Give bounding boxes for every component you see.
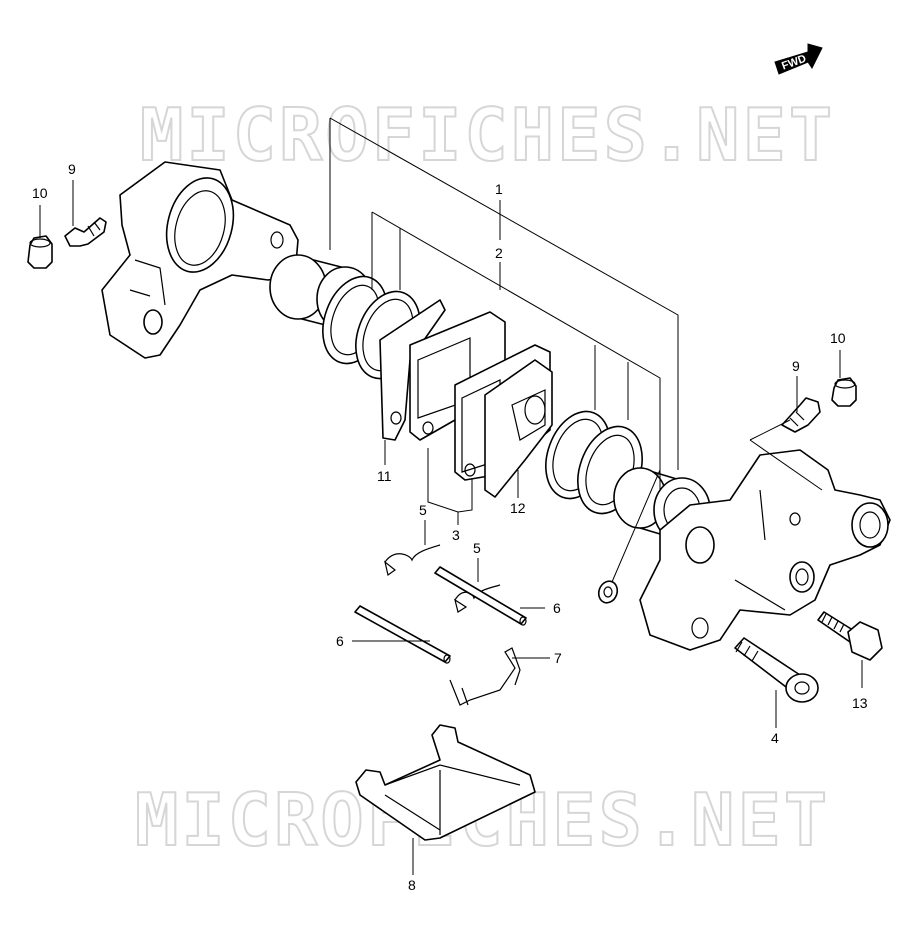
- kit-bracket-1: [329, 117, 679, 470]
- callout-5-left: 5: [419, 502, 427, 518]
- caliper-bolt-13: [817, 611, 883, 661]
- pad-pin-left: [354, 605, 451, 664]
- callout-10-right: 10: [830, 330, 846, 346]
- callout-13: 13: [852, 695, 868, 711]
- spring-pin-clip-left: [384, 544, 441, 577]
- callout-8: 8: [408, 877, 416, 893]
- callout-2: 2: [495, 245, 503, 261]
- callout-10-left: 10: [32, 185, 48, 201]
- bleed-screw-right: [781, 397, 821, 433]
- pad-shim-11: [379, 299, 446, 441]
- callout-3: 3: [452, 527, 460, 543]
- washer: [597, 580, 619, 604]
- callout-4: 4: [771, 730, 779, 746]
- pad-pin-right: [434, 566, 527, 626]
- callout-11: 11: [377, 468, 392, 484]
- leader-washer: [611, 469, 661, 583]
- callout-1: 1: [495, 181, 503, 197]
- leader-3: [427, 448, 473, 525]
- callout-6-right: 6: [553, 600, 561, 616]
- pad-cover-8: [355, 724, 536, 841]
- callout-12: 12: [510, 500, 526, 516]
- caliper-body-left: [101, 161, 299, 359]
- pad-shim-12: [484, 359, 553, 498]
- callout-7: 7: [554, 650, 562, 666]
- caliper-pin-bolt-4: [734, 637, 819, 703]
- pad-spring-7: [449, 647, 521, 706]
- fwd-arrow-icon: FWD: [774, 43, 823, 75]
- bleed-screw-left: [64, 217, 107, 247]
- leader-bleed-right: [749, 419, 823, 491]
- spring-pin-clip-right: [454, 584, 501, 613]
- caliper-body-right: [639, 449, 891, 651]
- callout-9-right: 9: [792, 358, 800, 374]
- callout-5-right: 5: [473, 540, 481, 556]
- fwd-label: FWD: [780, 53, 808, 73]
- kit-bracket-2: [371, 211, 661, 490]
- bleed-cap-left: [27, 235, 53, 269]
- callout-9-left: 9: [68, 161, 76, 177]
- callout-6-left: 6: [336, 633, 344, 649]
- watermark-top: MICROFICHES.NET: [140, 93, 835, 177]
- bleed-cap-right: [831, 377, 857, 407]
